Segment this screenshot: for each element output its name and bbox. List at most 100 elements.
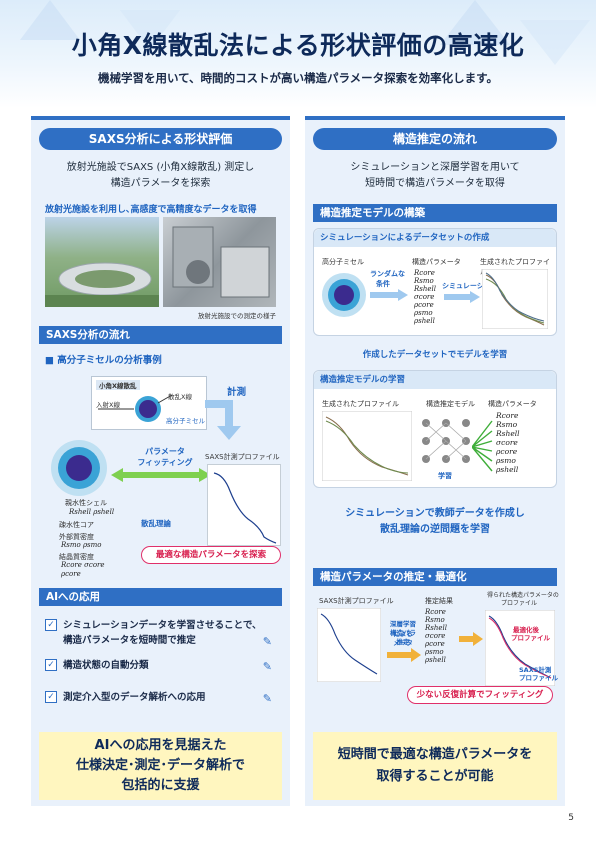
photo-caption-small: 放射光施設での測定の様子	[198, 312, 276, 320]
ai-item-3-line1: 測定介入型のデータ解析への応用	[63, 692, 206, 703]
out-param-rho-core: ρcore	[496, 447, 518, 456]
out-param-sigma-core: σcore	[496, 438, 518, 447]
flow-subhead: ■ 高分子ミセルの分析事例	[45, 355, 162, 366]
est-param-sigma-core: σcore	[425, 632, 446, 640]
est-param-rsmo: Rsmo	[425, 616, 445, 624]
check-icon: ✓	[45, 691, 57, 703]
result-arrow-icon	[459, 632, 483, 646]
optimized-line2: プロファイル	[511, 634, 550, 642]
right-section-head: 構造推定の流れ	[313, 128, 557, 150]
output-param-list: Rcore Rsmo Rshell σcore ρcore ρsmo ρshel…	[496, 411, 520, 474]
left-summary-line2: 仕様決定･測定･データ解析で	[75, 758, 245, 773]
photo-caption-main: 放射光施設を利用し､高感度で高精度なデータを取得	[45, 205, 257, 215]
param-rho-core: ρcore	[414, 301, 434, 309]
params-pcore: ρcore	[61, 570, 81, 578]
param-list: Rcore Rsmo Rshell σcore ρcore ρsmo ρshel…	[414, 269, 454, 325]
left-panel: SAXS分析による形状評価 放射光施設でSAXS (小角X線散乱) 測定し 構造…	[31, 116, 290, 806]
scatter-diagram-box: 小角X線散乱 入射X線 散乱X線 高分子ミセル	[91, 376, 207, 430]
left-summary-line1: AIへの応用を見据えた	[94, 738, 227, 753]
neural-network-icon	[422, 419, 470, 463]
build-head: 構造推定モデルの構築	[313, 204, 557, 222]
few-iter-callout: 少ない反復計算でフィッティング	[407, 686, 553, 704]
profile-plot	[207, 464, 281, 546]
random-line1: ランダムな	[370, 270, 405, 278]
right-summary-line2: 取得することが可能	[376, 769, 494, 784]
params-shell: Rshell ρshell	[69, 508, 115, 516]
param-rho-shell: ρshell	[414, 317, 435, 325]
out-param-rho-shell: ρshell	[496, 465, 519, 474]
facility-illustration	[45, 262, 159, 307]
saxs-profile-title: SAXS計測プロファイル	[319, 597, 394, 605]
check-icon: ✓	[45, 619, 57, 631]
fit-arrow-icon	[111, 468, 211, 482]
out-param-rshell: Rshell	[496, 429, 520, 438]
pencil-icon: ✎	[262, 660, 272, 673]
left-summary: AIへの応用を見据えた 仕様決定･測定･データ解析で 包括的に支援	[39, 732, 282, 800]
page-title: 小角X線散乱法による形状評価の高速化	[71, 31, 525, 60]
output-arrows-icon	[472, 420, 493, 472]
page-number: 5	[568, 813, 574, 823]
gen-profile-title: 生成されたプロファイル	[322, 400, 399, 408]
model-title: 構造推定モデル	[426, 400, 475, 408]
theory-label: 散乱理論	[141, 519, 171, 528]
params-rho: Rsmo ρsmo	[61, 541, 102, 549]
ai-item-1: ✓ シミュレーションデータを学習させることで、 構造パラメータを短時間で推定 ✎	[45, 618, 276, 648]
model-est-line1: 深層学習による	[390, 620, 416, 638]
model-est-line2: 構造パラメータ	[390, 629, 416, 647]
est-result-title: 推定結果	[425, 597, 453, 605]
param-rsmo: Rsmo	[414, 277, 434, 285]
ai-item-2: ✓ 構造状態の自動分類 ✎	[45, 658, 276, 674]
optimized-profile-plot	[485, 610, 555, 686]
measure-label: 計測	[227, 387, 247, 398]
teacher-line1: シミュレーションで教師データを作成し	[345, 508, 525, 519]
learn-text: 作成したデータセットでモデルを学習	[362, 350, 508, 360]
flow-head: SAXS分析の流れ	[39, 326, 282, 344]
struct-params-title: 構造パラメータ	[412, 258, 461, 266]
learning-box: 構造推定モデルの学習 生成されたプロファイル 構造推定モデル 構造パラメータ 学…	[313, 370, 557, 488]
micelle-small-icon	[98, 394, 173, 422]
out-param-rsmo: Rsmo	[496, 420, 518, 429]
right-summary-line1: 短時間で最適な構造パラメータを	[337, 747, 533, 762]
param-rcore: Rcore	[414, 269, 435, 277]
ai-item-2-line1: 構造状態の自動分類	[63, 660, 149, 671]
left-section-head: SAXS分析による形状評価	[39, 128, 282, 150]
random-line2: 条件	[376, 280, 390, 288]
explore-callout: 最適な構造パラメータを探索	[141, 546, 281, 564]
training-profiles-plot	[322, 411, 412, 481]
saxs-meas-line2: プロファイル	[519, 674, 558, 682]
generated-profiles-plot	[482, 269, 548, 329]
micelle-icon	[322, 273, 366, 317]
micelle-label: 高分子ミセル	[166, 417, 205, 425]
fit-line2: フィッティング	[137, 458, 193, 467]
measure-arrow-icon	[205, 400, 241, 440]
right-panel: 構造推定の流れ シミュレーションと深層学習を用いて 短時間で構造パラメータを取得…	[305, 116, 565, 806]
estimate-head: 構造パラメータの推定・最適化	[313, 568, 557, 586]
inner-label: 結晶質密度	[59, 553, 94, 561]
est-param-rcore: Rcore	[425, 608, 446, 616]
page-header: 小角X線散乱法による形状評価の高速化 機械学習を用いて、時間的コストが高い構造パ…	[0, 0, 596, 108]
core-label: 疎水性コア	[59, 521, 94, 529]
out-param-rho-smo: ρsmo	[496, 456, 516, 465]
facility-photo	[45, 217, 159, 307]
model-est-line3: 推定	[396, 638, 410, 646]
micelle-large-icon	[51, 440, 107, 496]
learn-label: 学習	[438, 472, 452, 480]
struct-params2-title: 構造パラメータ	[488, 400, 537, 408]
profile-label: SAXS計測プロファイル	[205, 453, 280, 461]
incident-label: 入射X線	[96, 401, 120, 409]
saxs-meas-line1: SAXS計測	[519, 666, 552, 674]
scattered-label: 散乱X線	[168, 393, 192, 401]
learning-head: 構造推定モデルの学習	[314, 371, 556, 389]
param-sigma-core: σcore	[414, 293, 435, 301]
params-core: Rcore σcore	[61, 561, 105, 569]
outer-label: 外部質密度	[59, 533, 94, 541]
saxs-measured-plot	[317, 608, 381, 682]
equipment-illustration	[172, 226, 270, 298]
left-summary-line3: 包括的に支援	[121, 778, 200, 793]
page-subtitle: 機械学習を用いて、時間的コストが高い構造パラメータ探索を効率化します。	[97, 71, 499, 85]
dataset-head: シミュレーションによるデータセットの作成	[314, 229, 556, 247]
saxs-box-label: 小角X線散乱	[96, 380, 140, 390]
simulation-arrow-icon	[444, 291, 480, 303]
right-intro-line2: 短時間で構造パラメータを取得	[365, 178, 505, 189]
right-summary: 短時間で最適な構造パラメータを 取得することが可能	[313, 732, 557, 800]
